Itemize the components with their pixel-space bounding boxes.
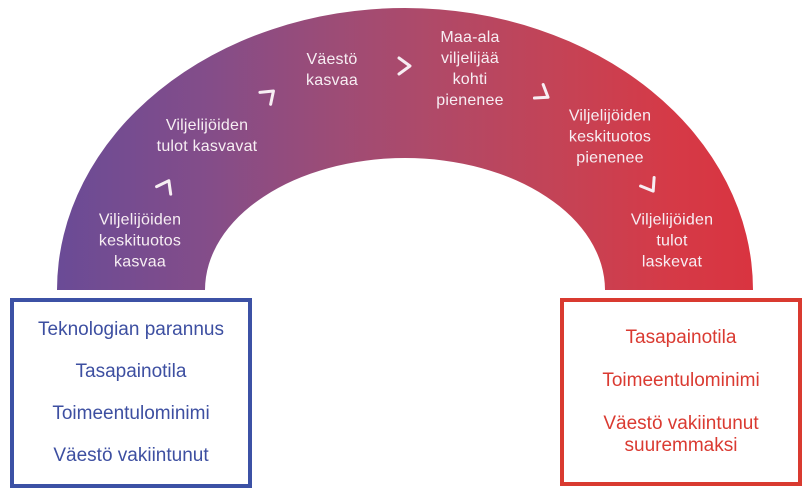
left-box-item-teknologian-parannus: Teknologian parannus bbox=[38, 319, 224, 340]
chevron-down-icon bbox=[639, 176, 656, 193]
right-box-item-tasapainotila: Tasapainotila bbox=[625, 327, 737, 348]
arc-step-label-vaesto-kasvaa: Väestö kasvaa bbox=[306, 51, 358, 89]
arc-step-label-maa-ala-pienenee: Maa-ala viljelijää kohti pienenee bbox=[436, 29, 504, 109]
chevron-up-icon bbox=[155, 179, 173, 196]
arc-step-label-keskituotos-pienenee: Viljelijöiden keskituotos pienenee bbox=[568, 107, 652, 167]
chevron-down-right-icon bbox=[532, 83, 550, 100]
arc-step-label-keskituotos-kasvaa: Viljelijöiden keskituotos kasvaa bbox=[98, 211, 182, 271]
left-box-item-toimeentulominimi: Toimeentulominimi bbox=[52, 403, 210, 424]
right-box-item-toimeentulominimi: Toimeentulominimi bbox=[602, 370, 760, 391]
left-box-item-tasapainotila: Tasapainotila bbox=[75, 361, 187, 382]
right-state-box: Tasapainotila Toimeentulominimi Väestö v… bbox=[560, 298, 802, 486]
arc-step-label-tulot-laskevat: Viljelijöiden tulot laskevat bbox=[630, 211, 714, 271]
chevron-right-icon bbox=[397, 56, 412, 76]
right-box-item-vaesto-vakiintunut-suuremmaksi: Väestö vakiintunut suuremmaksi bbox=[603, 413, 759, 456]
left-state-box: Teknologian parannus Tasapainotila Toime… bbox=[10, 298, 252, 488]
arc-ring bbox=[57, 8, 753, 290]
arc-step-label-tulot-kasvavat: Viljelijöiden tulot kasvavat bbox=[156, 117, 258, 155]
left-box-item-vaesto-vakiintunut: Väestö vakiintunut bbox=[53, 445, 209, 466]
chevron-up-right-icon bbox=[258, 89, 275, 106]
